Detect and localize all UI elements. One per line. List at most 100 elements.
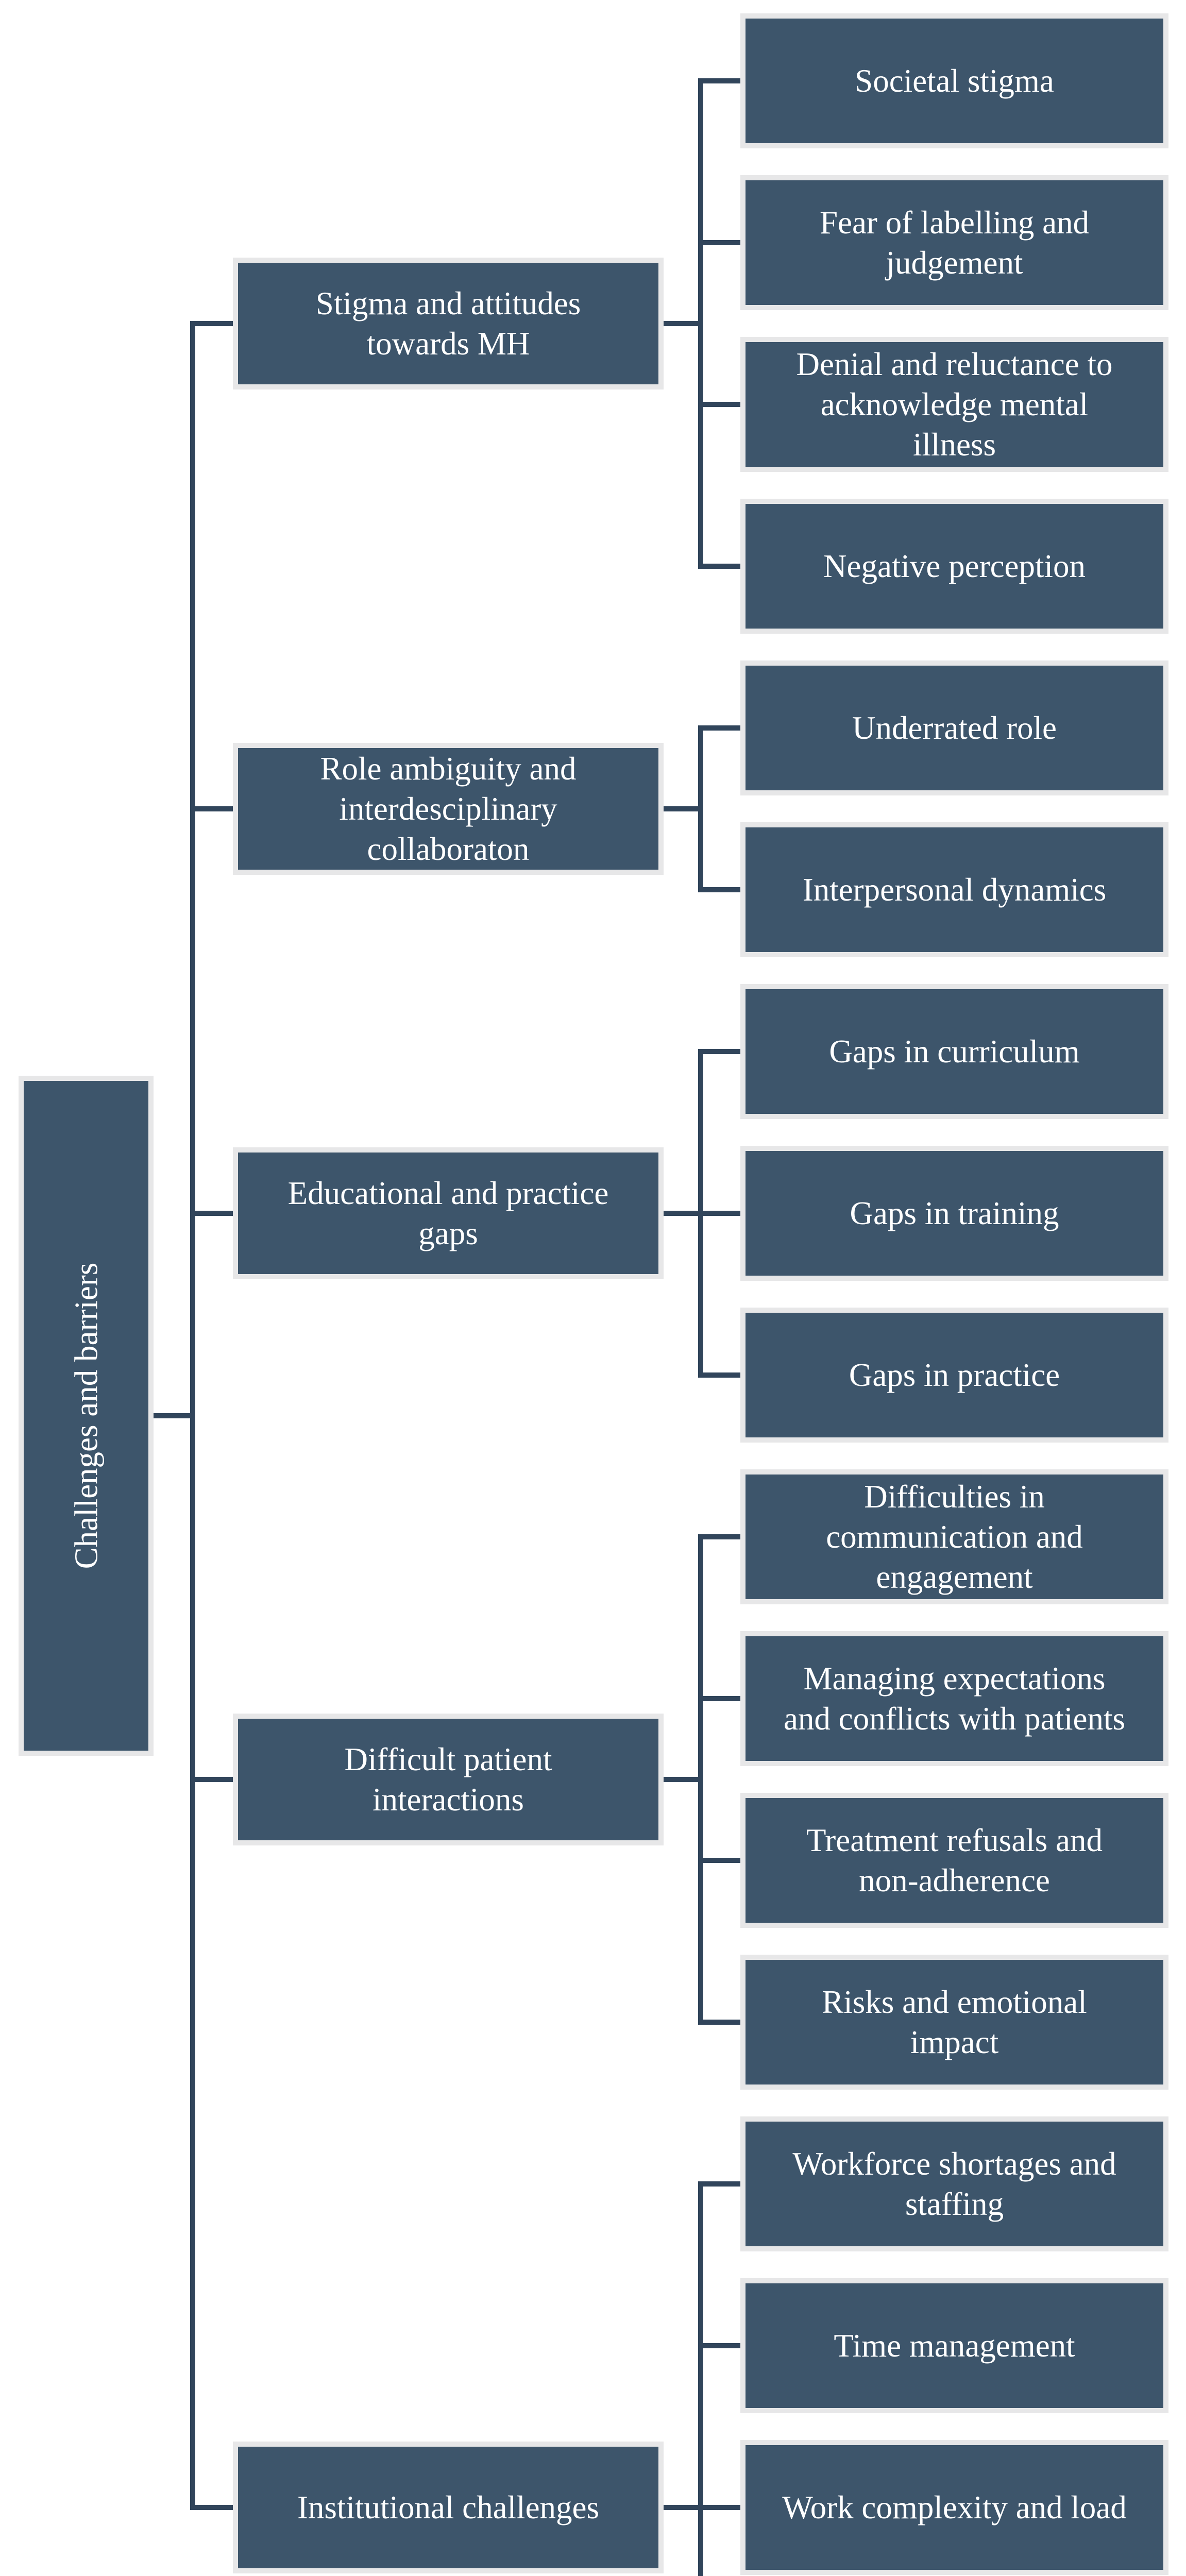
groups-column: Stigma and attitudes towards MH Societal… [233,13,1168,2576]
connector-line [703,2181,740,2187]
connector-line [703,887,740,892]
connector-line [703,1696,740,1701]
group-institutional: Institutional challenges Workforce short… [233,2116,1168,2576]
leaf-node-label: Negative perception [823,548,1086,584]
category-node-label: Stigma and attitudes towards MH [315,285,581,362]
category-node-label: Role ambiguity and interdesciplinary col… [320,751,577,867]
leaf-node-fill: Negative perception [746,504,1163,629]
leaves-column: Gaps in curriculum Gaps in training Gaps… [740,984,1168,1443]
leaf-node: Underrated role [740,660,1168,795]
root-node-fill: Challenges and barriers [24,1081,148,1751]
leaf-node-label: Interpersonal dynamics [802,872,1107,908]
category-node-role-ambiguity: Role ambiguity and interdesciplinary col… [233,743,664,875]
category-node-educational-gaps: Educational and practice gaps [233,1147,664,1279]
leaf-node-fill: Risks and emotional impact [746,1960,1163,2084]
leaf-node-label: Denial and reluctance to acknowledge men… [796,346,1113,463]
connector-line [698,725,703,892]
connector-line [664,1777,703,1782]
leaf-node-fill: Fear of labelling and judgement [746,180,1163,305]
leaf-node-fill: Gaps in practice [746,1313,1163,1437]
leaf-node-label: Underrated role [852,710,1057,746]
connector-line [703,240,740,245]
leaf-node-fill: Work complexity and load [746,2445,1163,2570]
connector-line [195,806,233,811]
leaf-node: Gaps in curriculum [740,984,1168,1119]
leaf-node: Workforce shortages and staffing [740,2116,1168,2251]
connector-line [195,1211,233,1216]
group-difficult-patient: Difficult patient interactions Difficult… [233,1469,1168,2090]
leaf-node-label: Difficulties in communication and engage… [826,1479,1083,1595]
leaf-node: Time management [740,2278,1168,2413]
connector-line [154,1413,190,1418]
category-node-label: Institutional challenges [297,2489,600,2526]
leaves-column: Societal stigma Fear of labelling and ju… [740,13,1168,634]
leaf-node-fill: Difficulties in communication and engage… [746,1475,1163,1599]
group-educational-gaps: Educational and practice gaps Gaps in cu… [233,984,1168,1443]
connector-line [703,78,740,83]
root-node: Challenges and barriers [19,1076,154,1756]
connector-line [195,321,233,326]
leaf-node: Interpersonal dynamics [740,822,1168,957]
connector-line [703,1534,740,1539]
category-node-fill: Stigma and attitudes towards MH [238,263,658,384]
leaf-node-fill: Workforce shortages and staffing [746,2122,1163,2246]
connector-line [703,2505,740,2510]
leaf-node-fill: Time management [746,2283,1163,2408]
connector-line [698,78,703,569]
leaf-node: Denial and reluctance to acknowledge men… [740,337,1168,472]
category-node-fill: Role ambiguity and interdesciplinary col… [238,748,658,870]
connector-line [703,2020,740,2025]
leaf-node-label: Time management [834,2328,1075,2364]
connector-line [703,1211,740,1216]
connector-line [195,1777,233,1782]
leaf-node: Gaps in practice [740,1308,1168,1443]
connector-line [195,2505,233,2510]
connector-line [190,321,195,2510]
leaf-node: Managing expectations and conflicts with… [740,1631,1168,1766]
category-node-stigma: Stigma and attitudes towards MH [233,258,664,389]
leaf-node: Societal stigma [740,13,1168,148]
leaf-node-fill: Interpersonal dynamics [746,827,1163,952]
leaf-node-label: Gaps in curriculum [829,1033,1080,1070]
category-node-fill: Difficult patient interactions [238,1719,658,1840]
category-node-label: Educational and practice gaps [287,1175,609,1251]
leaf-node: Risks and emotional impact [740,1955,1168,2090]
leaves-column: Workforce shortages and staffing Time ma… [740,2116,1168,2576]
connector-line [703,564,740,569]
leaf-node-label: Fear of labelling and judgement [819,205,1090,281]
leaf-node-fill: Underrated role [746,666,1163,790]
leaf-node: Difficulties in communication and engage… [740,1469,1168,1604]
leaf-node-label: Workforce shortages and staffing [792,2146,1116,2222]
category-node-difficult-patient: Difficult patient interactions [233,1714,664,1845]
leaf-node: Gaps in training [740,1146,1168,1281]
connector-line [703,1858,740,1863]
root-node-label: Challenges and barriers [68,1262,104,1569]
leaf-node-fill: Gaps in training [746,1151,1163,1276]
leaf-node: Fear of labelling and judgement [740,175,1168,310]
leaf-node-label: Managing expectations and conflicts with… [783,1660,1126,1737]
leaf-node: Work complexity and load [740,2440,1168,2575]
leaf-node-label: Societal stigma [855,63,1054,99]
leaf-node-fill: Managing expectations and conflicts with… [746,1636,1163,1761]
category-node-fill: Educational and practice gaps [238,1153,658,1274]
connector-line [664,1211,703,1216]
connector-line [703,1372,740,1378]
leaf-node-label: Gaps in practice [849,1357,1060,1393]
connector-line [664,2505,703,2510]
leaf-node-fill: Treatment refusals and non-adherence [746,1798,1163,1923]
group-stigma-and-attitudes: Stigma and attitudes towards MH Societal… [233,13,1168,634]
leaves-column: Difficulties in communication and engage… [740,1469,1168,2090]
leaf-node-label: Gaps in training [850,1195,1059,1231]
connector-line [703,1049,740,1054]
category-node-label: Difficult patient interactions [344,1741,552,1818]
leaf-node-fill: Societal stigma [746,19,1163,143]
leaf-node-fill: Denial and reluctance to acknowledge men… [746,342,1163,467]
leaf-node: Negative perception [740,499,1168,634]
connector-line [698,1049,703,1378]
connector-line [698,1534,703,2025]
leaf-node-label: Risks and emotional impact [822,1984,1087,2060]
connector-line [703,2343,740,2348]
leaves-column: Underrated role Interpersonal dynamics [740,660,1168,957]
